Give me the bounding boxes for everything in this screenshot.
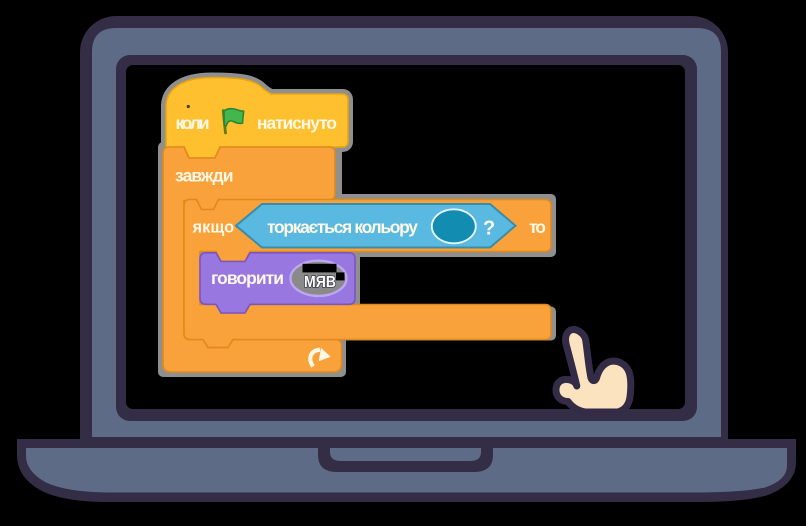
svg-text:торкається кольору: торкається кольору [267,217,418,237]
svg-text:то: то [529,217,546,237]
svg-text:коли: коли [176,113,210,133]
svg-text:?: ? [483,218,495,240]
svg-text:якщо: якщо [192,219,235,237]
svg-text:МЯВ: МЯВ [304,274,336,291]
svg-text:говорити: говорити [211,268,284,288]
svg-text:завжди: завжди [175,166,234,186]
svg-text:натиснуто: натиснуто [257,113,337,133]
